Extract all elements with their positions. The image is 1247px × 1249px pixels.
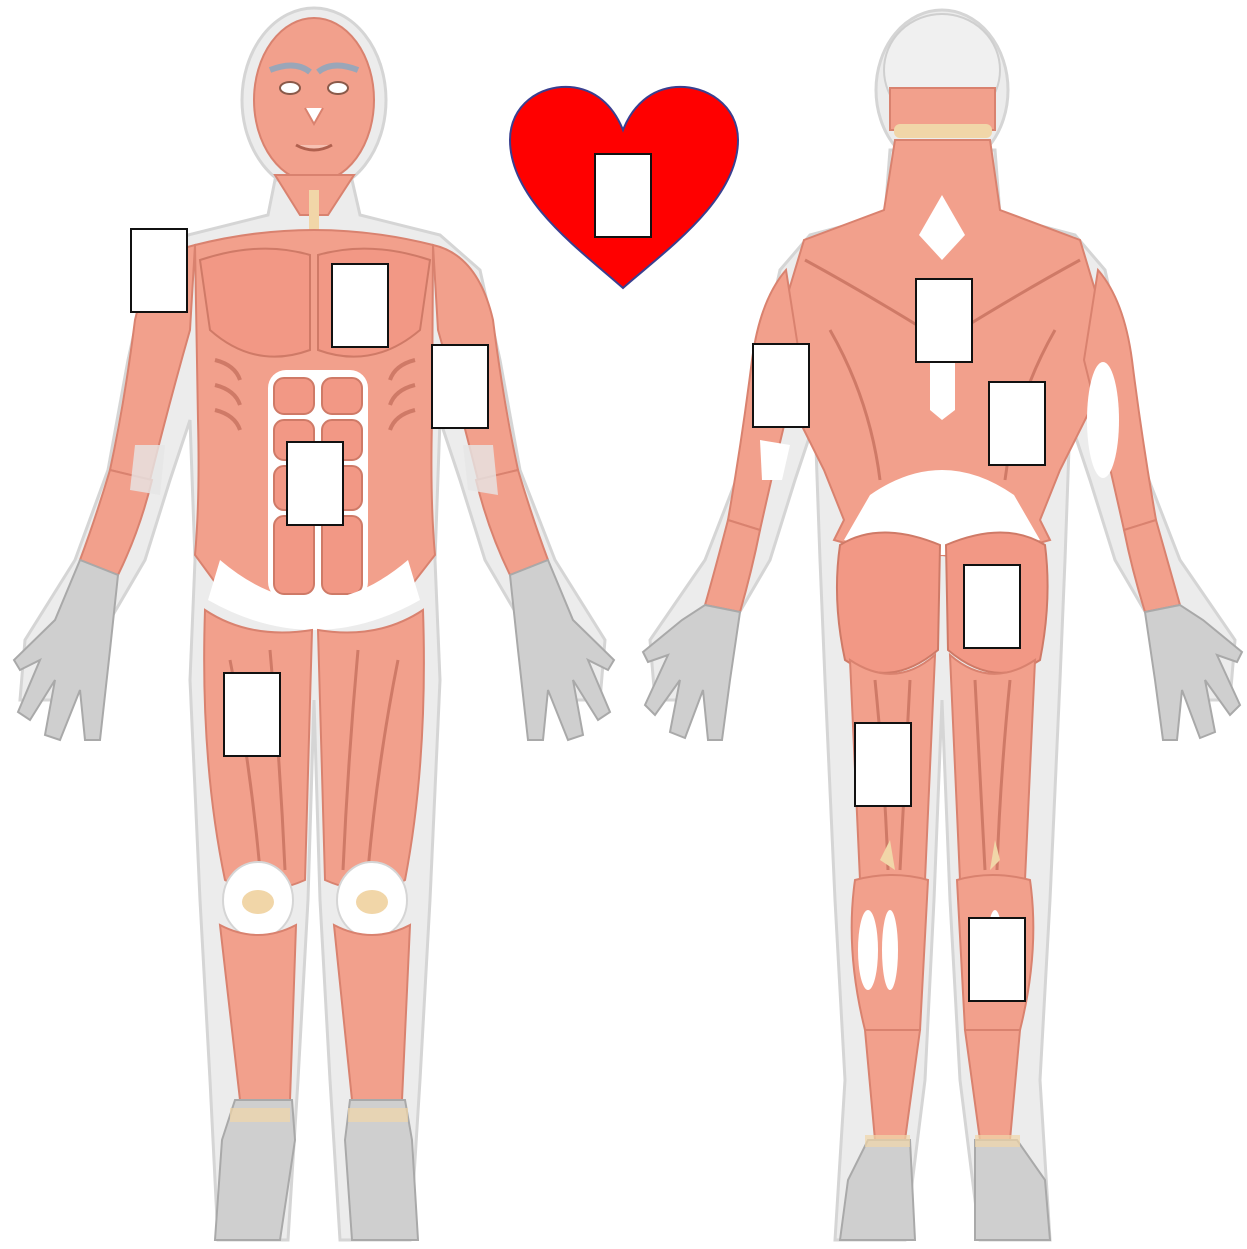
back-body-figure xyxy=(643,10,1242,1240)
label-box-back-buttocks[interactable] xyxy=(963,564,1021,649)
label-box-back-hamstring[interactable] xyxy=(854,722,912,807)
label-box-front-upper-arm[interactable] xyxy=(431,344,489,429)
label-box-front-thigh[interactable] xyxy=(223,672,281,757)
label-box-back-lower-back[interactable] xyxy=(988,381,1046,466)
label-box-back-upper-back[interactable] xyxy=(915,278,973,363)
label-box-heart[interactable] xyxy=(594,153,652,238)
label-box-front-chest[interactable] xyxy=(331,263,389,348)
label-box-front-shoulder[interactable] xyxy=(130,228,188,313)
front-body-figure xyxy=(14,8,614,1240)
label-box-front-abdomen[interactable] xyxy=(286,441,344,526)
label-box-back-calf[interactable] xyxy=(968,917,1026,1002)
front-head xyxy=(254,18,374,182)
label-box-back-upper-arm[interactable] xyxy=(752,343,810,428)
